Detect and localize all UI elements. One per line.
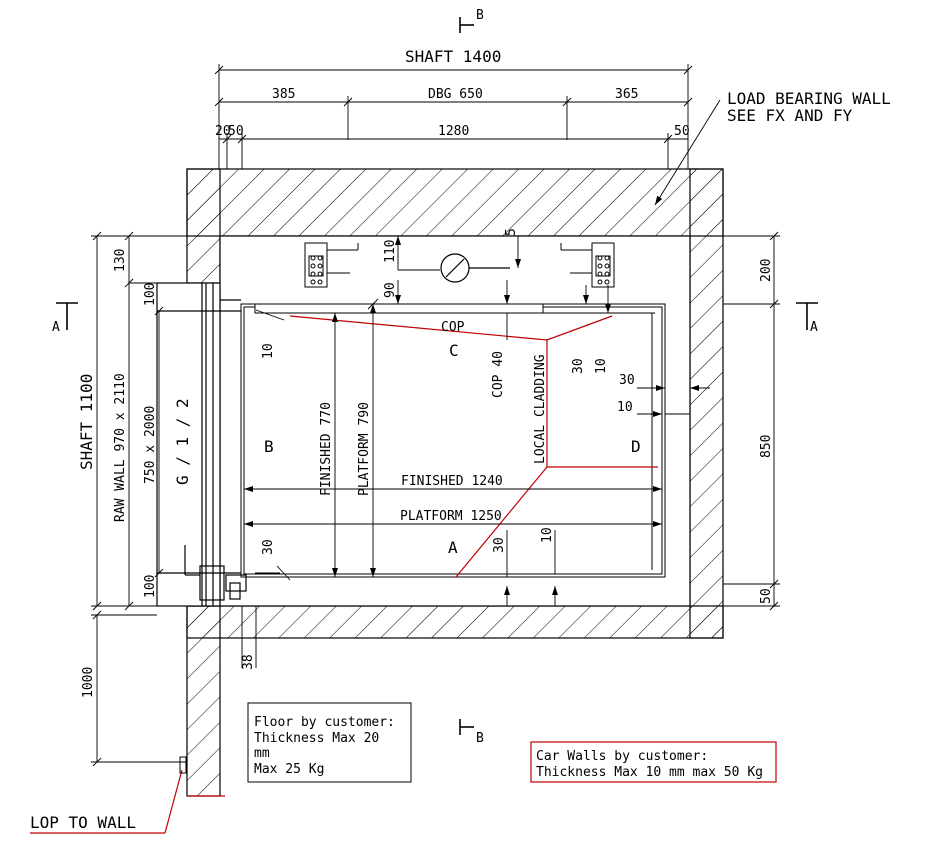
dim-finished-770: FINISHED 770 — [319, 402, 334, 496]
walls-note-line1: Car Walls by customer: — [536, 749, 708, 764]
dim-right-50: 50 — [759, 588, 774, 604]
car-label-b: B — [264, 437, 274, 456]
dim-130: 130 — [113, 249, 128, 272]
right-rail-bracket — [560, 242, 615, 288]
wall-top — [186, 168, 724, 237]
shaft-inner-outline — [219, 235, 691, 607]
dimension-text: SHAFT 1400 385 DBG 650 365 20 50 1280 50… — [77, 47, 774, 698]
dim-100-bottom: 100 — [143, 575, 158, 598]
dim-right-30-h: 30 — [619, 373, 635, 388]
lop-detail — [30, 769, 225, 834]
car-label-d: D — [631, 437, 641, 456]
walls-note-box — [530, 741, 777, 783]
left-rail-bracket — [304, 242, 359, 288]
section-markers — [56, 17, 818, 735]
lop-button-icon — [179, 756, 187, 774]
car-label-c: C — [449, 341, 459, 360]
landing-door — [156, 282, 247, 607]
dim-365: 365 — [615, 87, 638, 102]
floor-note-line3: mm — [254, 746, 270, 761]
labels-text: B B A A LOAD BEARING WALL SEE FX AND FY … — [30, 8, 891, 832]
dim-right-200: 200 — [759, 259, 774, 282]
dim-bottom-30: 30 — [492, 537, 507, 553]
dim-floors: G / 1 / 2 — [173, 398, 192, 485]
walls-note-line2: Thickness Max 10 mm max 50 Kg — [536, 765, 763, 780]
governor-symbol — [440, 253, 510, 283]
dim-raw-wall: RAW WALL 970 x 2110 — [113, 373, 128, 522]
floor-note-box — [247, 702, 412, 783]
wall-right — [689, 168, 724, 639]
dim-bottom-10: 10 — [540, 527, 555, 543]
dim-door-size: 750 x 2000 — [143, 406, 158, 484]
dim-38: 38 — [241, 654, 256, 670]
dim-right-30-v: 30 — [571, 358, 586, 374]
dim-top-5: 5 — [504, 228, 519, 236]
dim-385: 385 — [272, 87, 295, 102]
dim-right-850: 850 — [759, 435, 774, 458]
wall-bottom — [186, 605, 724, 639]
dim-shaft-depth: SHAFT 1100 — [77, 374, 96, 470]
dim-100-top: 100 — [143, 283, 158, 306]
section-b-top: B — [476, 8, 484, 23]
car-label-a: A — [448, 538, 458, 557]
section-a-left: A — [52, 320, 60, 335]
dim-50-right: 50 — [674, 124, 690, 139]
dim-finished-1240: FINISHED 1240 — [401, 474, 503, 489]
dimension-lines — [91, 64, 780, 767]
local-cladding-label: LOCAL CLADDING — [533, 354, 548, 464]
lop-to-wall-label: LOP TO WALL — [30, 813, 136, 832]
load-bearing-label-2: SEE FX AND FY — [727, 106, 853, 125]
dim-cop-40: COP 40 — [491, 351, 506, 398]
dim-20: 20 — [215, 124, 231, 139]
floor-note-line2: Thickness Max 20 — [254, 731, 379, 746]
dim-right-10-h: 10 — [617, 400, 633, 415]
wall-left-lower — [186, 605, 221, 797]
dim-platform-790: PLATFORM 790 — [357, 402, 372, 496]
dim-top-90: 90 — [383, 282, 398, 298]
floor-note-line4: Max 25 Kg — [254, 762, 324, 777]
dim-1280: 1280 — [438, 124, 469, 139]
dim-top-110: 110 — [383, 240, 398, 263]
dim-platform-1250: PLATFORM 1250 — [400, 509, 502, 524]
dim-left-10: 10 — [261, 343, 276, 359]
dim-right-10-v: 10 — [594, 358, 609, 374]
wall-left-top — [186, 168, 221, 284]
load-bearing-label-1: LOAD BEARING WALL — [727, 89, 891, 108]
floor-note-line1: Floor by customer: — [254, 715, 395, 730]
dim-50-left: 50 — [228, 124, 244, 139]
dim-1000: 1000 — [81, 667, 96, 698]
dim-dbg: DBG 650 — [428, 87, 483, 102]
cop-panel — [254, 303, 544, 314]
dim-shaft-width: SHAFT 1400 — [405, 47, 501, 66]
section-b-bottom: B — [476, 731, 484, 746]
dim-left-30: 30 — [261, 539, 276, 555]
section-a-right: A — [810, 320, 818, 335]
notes-text: Floor by customer: Thickness Max 20 mm M… — [254, 715, 763, 780]
cop-label: COP — [441, 320, 465, 335]
